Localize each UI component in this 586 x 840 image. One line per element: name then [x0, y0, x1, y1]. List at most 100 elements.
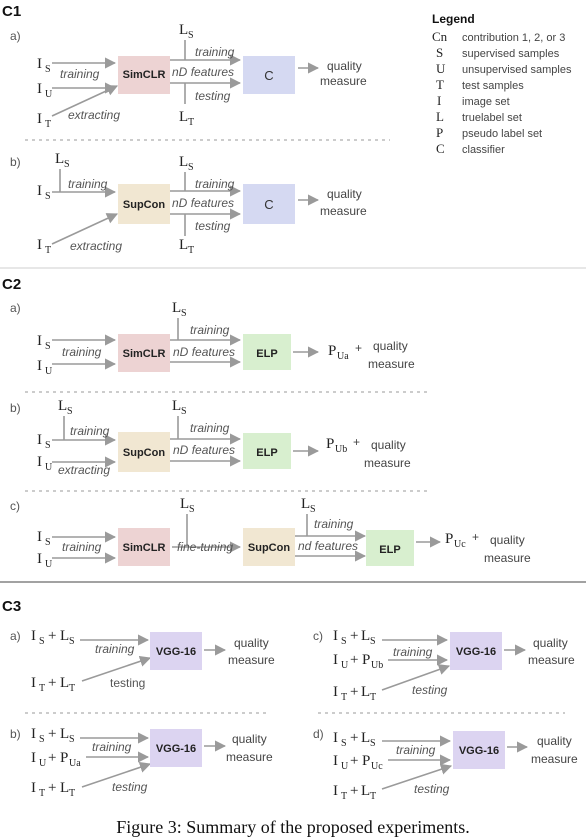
- svg-text:+: +: [48, 780, 56, 796]
- elp-box: [243, 433, 291, 469]
- svg-text:I: I: [31, 726, 36, 742]
- svg-text:L: L: [60, 628, 69, 644]
- svg-text:+: +: [355, 341, 362, 355]
- vgg-box-label: VGG-16: [459, 745, 499, 757]
- svg-text:+: +: [48, 750, 56, 766]
- svg-text:+: +: [472, 530, 479, 544]
- legend-description: contribution 1, 2, or 3: [462, 32, 565, 44]
- svg-text:T: T: [69, 788, 75, 799]
- svg-text:L: L: [179, 154, 188, 170]
- svg-text:I: I: [37, 454, 42, 470]
- elp-box: [243, 334, 291, 370]
- extracting-label: extracting: [70, 239, 122, 253]
- svg-text:+: +: [350, 684, 358, 700]
- svg-text:S: S: [370, 738, 376, 749]
- svg-text:P: P: [362, 753, 370, 769]
- svg-text:+: +: [350, 628, 358, 644]
- svg-text:S: S: [370, 636, 376, 647]
- simclr-box: [118, 56, 170, 94]
- section-c1-title: C1: [2, 3, 21, 20]
- training-label: training: [190, 421, 230, 435]
- svg-text:I: I: [37, 551, 42, 567]
- vgg-box: [150, 632, 202, 670]
- legend-symbol: T: [436, 77, 444, 92]
- training-label: training: [195, 45, 235, 59]
- training-label: training: [62, 345, 102, 359]
- svg-text:+: +: [48, 628, 56, 644]
- svg-text:Ub: Ub: [371, 660, 383, 671]
- measure-text: measure: [228, 653, 275, 667]
- svg-text:S: S: [341, 738, 347, 749]
- section-c3-title: C3: [2, 598, 21, 615]
- svg-text:P: P: [445, 531, 453, 547]
- svg-text:L: L: [179, 22, 188, 38]
- svg-text:I: I: [37, 358, 42, 374]
- svg-text:+: +: [350, 783, 358, 799]
- legend-item: P pseudo label set: [436, 125, 542, 140]
- sub-label-d: d): [313, 727, 324, 741]
- elp-box: [366, 530, 414, 566]
- svg-text:I: I: [333, 652, 338, 668]
- sub-label-a: a): [10, 629, 21, 643]
- measure-text: measure: [364, 456, 411, 470]
- training-label: training: [195, 177, 235, 191]
- svg-text:L: L: [361, 684, 370, 700]
- svg-text:L: L: [58, 398, 67, 414]
- figure-caption: Figure 3: Summary of the proposed experi…: [116, 817, 469, 837]
- svg-text:S: S: [181, 406, 187, 417]
- svg-text:U: U: [341, 761, 349, 772]
- legend-item: T test samples: [436, 77, 524, 92]
- supcon-box-label: SupCon: [123, 199, 165, 211]
- training-label: training: [60, 67, 100, 81]
- svg-text:I: I: [333, 753, 338, 769]
- svg-text:S: S: [188, 162, 194, 173]
- training-label: training: [62, 540, 102, 554]
- training-label: training: [190, 323, 230, 337]
- svg-text:I: I: [37, 81, 42, 97]
- svg-text:S: S: [341, 636, 347, 647]
- legend-symbol: U: [436, 61, 446, 76]
- svg-text:I: I: [37, 183, 42, 199]
- svg-text:T: T: [69, 683, 75, 694]
- extracting-label: extracting: [68, 108, 120, 122]
- svg-text:S: S: [39, 636, 45, 647]
- vgg-box-label: VGG-16: [456, 646, 496, 658]
- svg-text:T: T: [188, 117, 194, 128]
- svg-text:S: S: [45, 191, 51, 202]
- testing-label: testing: [195, 89, 231, 103]
- svg-text:T: T: [341, 791, 347, 802]
- classifier-box-label: C: [264, 197, 273, 212]
- svg-text:P: P: [60, 750, 68, 766]
- sub-label-a: a): [10, 29, 21, 43]
- training-label: training: [393, 645, 433, 659]
- supcon-box-label: SupCon: [123, 447, 165, 459]
- svg-text:P: P: [362, 652, 370, 668]
- quality-text: quality: [533, 636, 568, 650]
- sub-label-a: a): [10, 301, 21, 315]
- legend-item: C classifier: [436, 141, 505, 156]
- svg-text:L: L: [55, 151, 64, 167]
- svg-text:I: I: [333, 628, 338, 644]
- quality-text: quality: [234, 636, 269, 650]
- supcon-box: [243, 528, 295, 566]
- section-c2-title: C2: [2, 276, 21, 293]
